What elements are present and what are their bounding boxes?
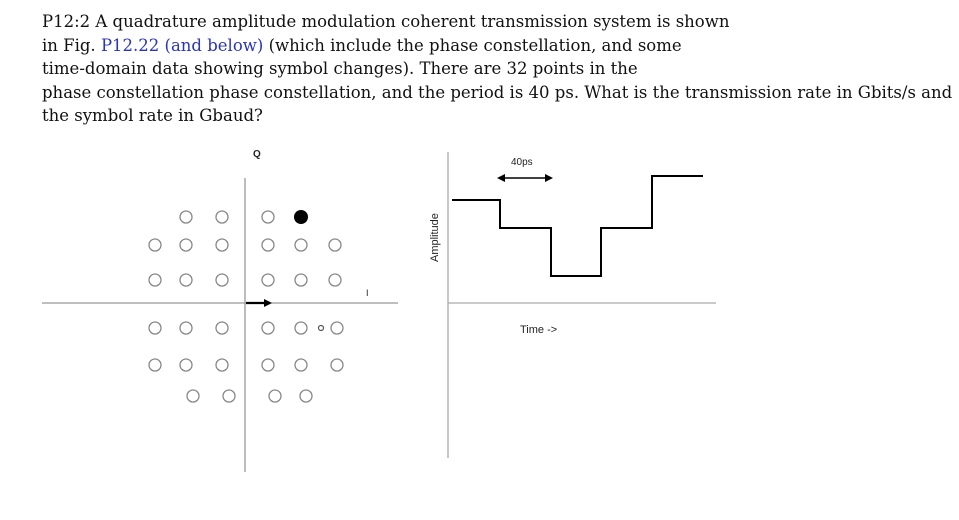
figure-reference-link[interactable]: P12.22 (and below)	[100, 35, 264, 55]
constellation-point	[179, 238, 193, 252]
constellation-point	[179, 210, 193, 224]
constellation-point	[215, 210, 229, 224]
constellation-point	[299, 389, 313, 403]
constellation-point	[294, 321, 308, 335]
constellation-point	[328, 238, 342, 252]
constellation-point	[261, 273, 275, 287]
constellation-point	[215, 238, 229, 252]
question-line-2-start: in Fig.	[42, 35, 101, 55]
constellation-point	[222, 389, 236, 403]
constellation-point	[179, 273, 193, 287]
constellation-point	[186, 389, 200, 403]
constellation-point	[268, 389, 282, 403]
question-line-2-end: (which include the phase constellation, …	[263, 35, 682, 55]
marker-small-point	[317, 324, 325, 332]
amplitude-label: Amplitude	[429, 213, 441, 262]
constellation-diagram: Q I	[42, 149, 398, 472]
question-line-1: P12:2 A quadrature amplitude modulation …	[42, 12, 730, 31]
constellation-point	[215, 321, 229, 335]
constellation-points	[148, 210, 344, 403]
time-label: Time ->	[520, 324, 557, 336]
constellation-point	[330, 321, 344, 335]
constellation-point	[148, 273, 162, 287]
constellation-point	[261, 321, 275, 335]
i-axis-label: I	[366, 288, 369, 298]
constellation-point	[148, 358, 162, 372]
period-label: 40ps	[511, 157, 533, 168]
waveform-plot: Amplitude Time -> 40ps	[429, 152, 716, 458]
constellation-point	[294, 273, 308, 287]
constellation-point	[294, 238, 308, 252]
constellation-point	[215, 358, 229, 372]
question-text: P12:2 A quadrature amplitude modulation …	[42, 10, 953, 128]
constellation-point	[148, 238, 162, 252]
constellation-point	[294, 358, 308, 372]
constellation-point	[179, 321, 193, 335]
constellation-point	[261, 210, 275, 224]
question-line-2: in Fig. P12.22 (and below) (which includ…	[42, 34, 947, 58]
constellation-point	[330, 358, 344, 372]
selected-constellation-point	[294, 210, 308, 224]
question-line-3: time-domain data showing symbol changes)…	[42, 59, 638, 78]
question-line-5: the symbol rate in Gbaud?	[42, 106, 263, 125]
symbol-waveform	[452, 175, 703, 277]
constellation-point	[148, 321, 162, 335]
question-line-4: phase constellation phase constellation,…	[42, 82, 953, 102]
constellation-point	[179, 358, 193, 372]
constellation-point	[215, 273, 229, 287]
constellation-point	[328, 273, 342, 287]
constellation-point	[261, 358, 275, 372]
constellation-point	[261, 238, 275, 252]
q-axis-label: Q	[253, 149, 261, 160]
